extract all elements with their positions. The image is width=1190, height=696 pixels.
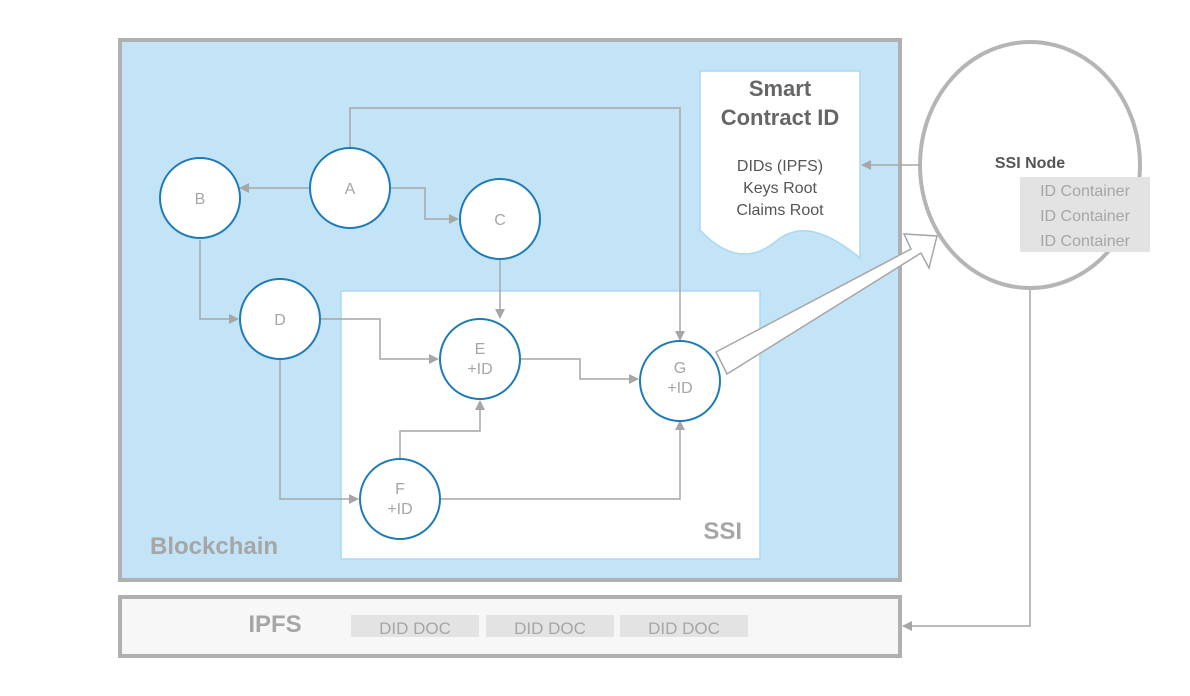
node-d	[239, 278, 321, 360]
smart-contract-item: Claims Root	[736, 202, 824, 219]
node-e-sublabel: +ID	[467, 361, 492, 378]
ipfs-label: IPFS	[248, 611, 301, 638]
node-a	[309, 147, 391, 229]
id-container-label: ID Container	[1040, 233, 1130, 250]
node-b	[159, 157, 241, 239]
edge-f-g	[440, 420, 685, 500]
edge-d-f	[279, 359, 359, 504]
node-c-label: C	[494, 212, 506, 229]
blockchain-label: Blockchain	[150, 533, 278, 560]
id-container-label: ID Container	[1040, 208, 1130, 225]
edge-ssi-node-ipfs	[902, 290, 1031, 631]
ssi-label: SSI	[703, 518, 742, 545]
did-doc-label: DID DOC	[379, 619, 451, 638]
id-container-label: ID Container	[1040, 183, 1130, 200]
edge-d-e	[320, 318, 439, 364]
edge-f-e	[399, 400, 485, 459]
id-container-box	[1020, 177, 1150, 252]
node-f-label: F	[395, 481, 405, 498]
node-e	[439, 318, 521, 400]
smart-contract-title-line2: Contract ID	[721, 105, 840, 130]
did-doc-box	[351, 615, 479, 637]
smart-contract-title-line1: Smart	[749, 76, 812, 101]
node-g-label: G	[674, 360, 686, 377]
smart-contract-document	[699, 70, 861, 260]
ssi-node-link-arrow	[715, 233, 938, 376]
did-doc-label: DID DOC	[648, 619, 720, 638]
smart-contract-item: Keys Root	[743, 180, 817, 197]
did-doc-box	[486, 615, 614, 637]
did-doc-label: DID DOC	[514, 619, 586, 638]
node-b-label: B	[195, 191, 206, 208]
smart-contract-item: DIDs (IPFS)	[737, 158, 823, 175]
node-g-sublabel: +ID	[667, 380, 692, 397]
did-doc-box	[620, 615, 748, 637]
ssi-node-label: SSI Node	[995, 155, 1065, 172]
node-g	[639, 340, 721, 422]
edge-e-g	[520, 358, 639, 384]
node-c	[459, 178, 541, 260]
node-a-label: A	[345, 181, 356, 198]
node-f	[359, 458, 441, 540]
edge-a-g	[349, 107, 685, 341]
edge-b-d	[199, 240, 239, 324]
node-e-label: E	[475, 341, 486, 358]
node-d-label: D	[274, 312, 286, 329]
node-f-sublabel: +ID	[387, 501, 412, 518]
edge-a-c	[390, 187, 459, 224]
